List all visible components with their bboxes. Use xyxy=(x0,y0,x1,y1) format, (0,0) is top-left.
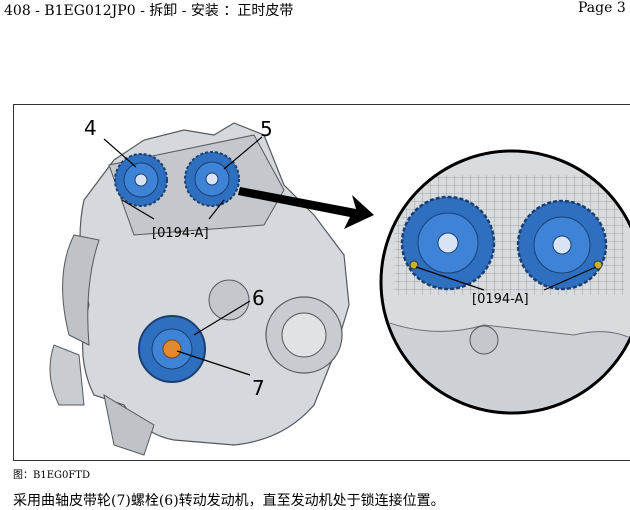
camshaft-sprocket-left xyxy=(114,153,168,207)
callout-6: 6 xyxy=(252,286,265,310)
instruction-text: 采用曲轴皮带轮(7)螺栓(6)转动发动机，直至发动机处于锁连接位置。 xyxy=(13,493,445,509)
leader-lines xyxy=(103,136,263,376)
crankshaft-pulley xyxy=(138,315,206,383)
callout-4: 4 xyxy=(84,116,97,140)
figure-caption: 图：B1EG0FTD xyxy=(13,470,90,481)
camshaft-sprocket-right xyxy=(184,151,240,207)
reference-label-zoom: [0194-A] xyxy=(472,292,529,307)
document-header-title: 408 - B1EG012JP0 - 拆卸 - 安装 ：正时皮带 xyxy=(4,3,294,19)
zoom-arrow xyxy=(238,187,374,229)
engine-diagram: 4 5 6 7 [0194-A] [0194-A] xyxy=(13,104,630,461)
reference-label-main: [0194-A] xyxy=(152,226,209,241)
callout-7: 7 xyxy=(252,376,265,400)
page-number: Page 3 of xyxy=(578,0,630,16)
callout-5: 5 xyxy=(260,117,273,141)
zoom-detail xyxy=(379,149,630,415)
